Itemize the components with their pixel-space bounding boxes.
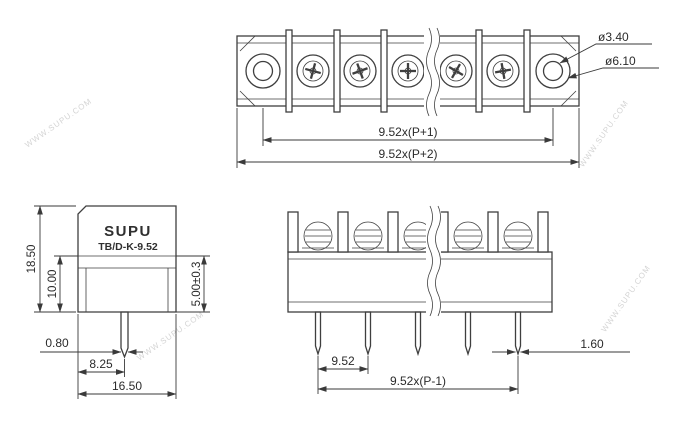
break-line-front [426,205,441,318]
top-view: 9.52x(P+1) 9.52x(P+2) ø3.40 ø6.10 [236,27,659,168]
barrier-walls-front [287,211,549,253]
brand-label: SUPU [104,223,152,240]
model-label: TB/D-K-9.52 [98,241,158,253]
screw-front [502,221,534,251]
front-view: 9.52 1.60 9.52x(P-1) [287,205,630,394]
corner-chamfers [239,35,577,107]
screw-front [352,221,384,251]
dim-total-height: 18.50 [26,245,38,274]
screw-front [302,221,334,251]
dim-dia-head: ø6.10 [605,54,636,68]
screw-top [439,54,473,88]
mounting-hole-left [245,53,281,89]
screw-front [452,221,484,251]
break-line-top [424,27,440,117]
solder-pin-side [120,311,129,359]
front-body [287,251,553,313]
mounting-hole-right [535,53,571,89]
watermark-text: WWW.SUPU.COM [135,309,205,362]
watermark-text: WWW.SUPU.COM [599,263,652,333]
side-body [77,205,177,313]
screw-top [486,54,520,88]
screw-top [391,54,425,88]
dim-front: 9.52 1.60 9.52x(P-1) [317,337,630,394]
dim-depth: 16.50 [112,379,142,393]
dim-side: 18.50 10.00 5.00±0.3 0.80 8.25 16.50 [26,205,210,399]
dim-top: 9.52x(P+1) 9.52x(P+2) ø3.40 ø6.10 [236,30,659,168]
watermark-text: WWW.SUPU.COM [23,96,93,149]
dim-base-height: 10.00 [47,270,59,299]
dim-span: 9.52x(P-1) [390,374,446,388]
screw-top [296,54,330,88]
solder-pins-front [314,311,522,357]
dim-pin-thickness: 1.60 [580,337,604,351]
watermark-text: WWW.SUPU.COM [577,98,630,168]
dim-pitch: 9.52 [331,354,355,368]
dim-pitch-plus2: 9.52x(P+2) [378,147,437,161]
screw-top [343,54,377,88]
top-body [236,35,580,107]
dim-dia-hole: ø3.40 [598,30,629,44]
dim-pitch-plus1: 9.52x(P+1) [378,125,437,139]
dim-pin-offset: 8.25 [89,357,113,371]
dim-pin-length: 5.00±0.3 [191,262,203,307]
side-view: SUPU TB/D-K-9.52 18.50 10.00 5.00±0.3 0.… [26,205,210,399]
dim-pin-width: 0.80 [45,336,69,350]
